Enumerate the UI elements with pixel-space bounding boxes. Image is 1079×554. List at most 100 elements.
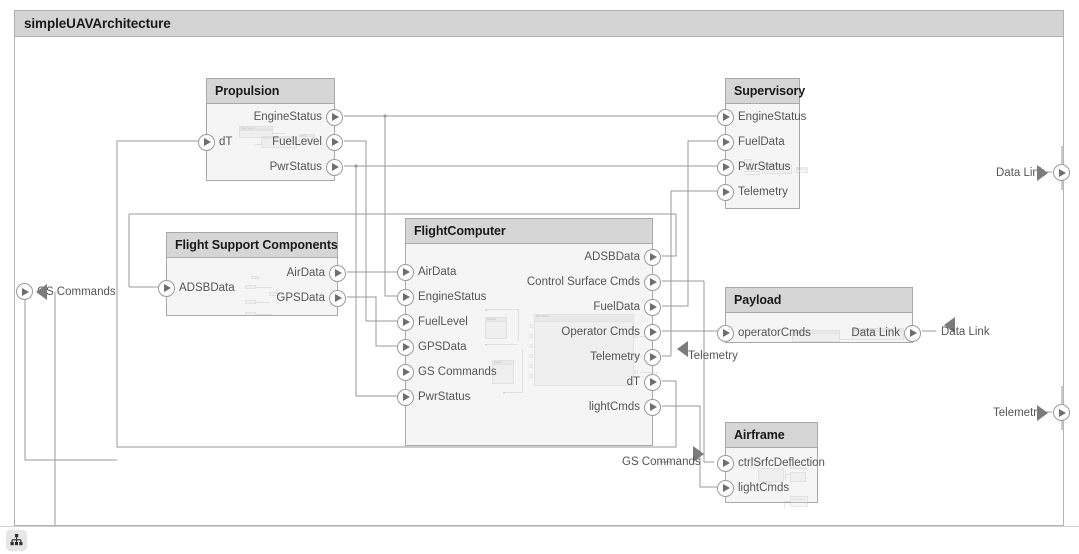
input-port-flightcomputer-airdata[interactable] bbox=[397, 263, 414, 281]
preview-shape bbox=[256, 314, 272, 315]
input-port-supervisory-fueldata[interactable] bbox=[717, 133, 734, 151]
preview-shape bbox=[790, 472, 806, 482]
component-title-flightcomputer: FlightComputer bbox=[406, 219, 652, 244]
preview-shape bbox=[534, 314, 634, 386]
port-label-flightcomputer-in-enginestatus: EngineStatus bbox=[418, 291, 487, 303]
hierarchy-icon[interactable] bbox=[6, 530, 27, 551]
output-port-propulsion-pwrstatus[interactable] bbox=[326, 158, 343, 176]
component-title-flight-support-components: Flight Support Components bbox=[167, 233, 338, 258]
external-port-data-link-right[interactable] bbox=[1053, 164, 1070, 181]
preview-shape bbox=[522, 350, 523, 392]
port-label-flightcomputer-out-telemetry: Telemetry bbox=[590, 351, 640, 363]
input-port-airframe-lightcmds[interactable] bbox=[717, 479, 734, 497]
external-port-gs-commands-left[interactable] bbox=[16, 283, 33, 300]
model-title-bar: simpleUAVArchitecture bbox=[14, 10, 1064, 37]
port-label-propulsion-out-pwrstatus: PwrStatus bbox=[269, 161, 322, 173]
signal-tag-label-telemetry: Telemetry bbox=[688, 350, 738, 362]
input-port-airframe-ctrlsrfcdeflection[interactable] bbox=[717, 454, 734, 472]
port-label-flightcomputer-out-control-surface-cmds: Control Surface Cmds bbox=[526, 276, 640, 288]
port-label-payload-in-operatorcmds: operatorCmds bbox=[738, 327, 811, 339]
signal-tag-arrow-gs-commands bbox=[693, 446, 704, 462]
port-label-flightcomputer-in-gpsdata: GPSData bbox=[418, 341, 467, 353]
preview-shape bbox=[503, 392, 523, 393]
preview-shape: Sensor bbox=[792, 330, 840, 334]
output-port-flightcomputer-dt[interactable] bbox=[644, 373, 661, 391]
output-port-flightcomputer-adsbdata[interactable] bbox=[644, 248, 661, 266]
input-port-flightcomputer-enginestatus[interactable] bbox=[397, 288, 414, 306]
input-port-flight-support-components-adsbdata[interactable] bbox=[158, 279, 175, 297]
preview-shape bbox=[245, 300, 256, 304]
port-label-airframe-in-ctrlsrfcdeflection: ctrlSrfcDeflection bbox=[738, 457, 825, 469]
signal-tag-label-gs-commands: GS Commands bbox=[622, 456, 701, 468]
port-label-flightcomputer-out-fueldata: FuelData bbox=[593, 301, 640, 313]
port-label-flightcomputer-in-fuellevel: FuelLevel bbox=[418, 316, 468, 328]
input-port-flightcomputer-gs-commands[interactable] bbox=[397, 363, 414, 381]
preview-shape bbox=[518, 309, 519, 341]
output-port-flightcomputer-lightcmds[interactable] bbox=[644, 398, 661, 416]
preview-shape bbox=[529, 364, 533, 368]
output-port-propulsion-fuellevel[interactable] bbox=[326, 133, 343, 151]
input-port-flightcomputer-fuellevel[interactable] bbox=[397, 313, 414, 331]
preview-shape: Fuel System bbox=[239, 126, 273, 130]
preview-shape bbox=[503, 392, 505, 394]
external-port-arrow-data-link bbox=[1037, 164, 1048, 181]
input-port-payload-operatorcmds[interactable] bbox=[717, 324, 734, 342]
output-port-flight-support-components-airdata[interactable] bbox=[329, 264, 346, 282]
preview-shape: Out bbox=[796, 167, 808, 170]
port-label-flight-support-components-out-airdata: AirData bbox=[286, 267, 325, 279]
signal-tag-arrow-data-link bbox=[944, 317, 955, 333]
preview-shape bbox=[299, 134, 315, 144]
input-port-flightcomputer-gpsdata[interactable] bbox=[397, 338, 414, 356]
preview-shape bbox=[529, 334, 533, 338]
port-label-supervisory-in-pwrstatus: PwrStatus bbox=[738, 161, 791, 173]
external-port-telemetry-right[interactable] bbox=[1053, 404, 1070, 421]
preview-shape bbox=[792, 330, 840, 342]
preview-shape: Engine bbox=[261, 136, 297, 139]
port-label-flightcomputer-out-adsbdata: ADSBData bbox=[584, 251, 640, 263]
input-port-supervisory-telemetry[interactable] bbox=[717, 183, 734, 201]
output-port-flight-support-components-gpsdata[interactable] bbox=[329, 289, 346, 307]
preview-shape bbox=[634, 354, 638, 358]
input-port-flightcomputer-pwrstatus[interactable] bbox=[397, 388, 414, 406]
preview-shape bbox=[492, 360, 514, 384]
output-port-flightcomputer-operator-cmds[interactable] bbox=[644, 323, 661, 341]
preview-shape: Detect bbox=[492, 360, 514, 365]
port-label-flightcomputer-in-pwrstatus: PwrStatus bbox=[418, 391, 471, 403]
component-body-airframe: ctrlSrfcDeflection lightCmds bbox=[717, 448, 825, 509]
preview-shape bbox=[269, 292, 280, 296]
preview-shape: Prop bbox=[299, 134, 315, 137]
preview-shape bbox=[239, 130, 273, 138]
input-port-supervisory-pwrstatus[interactable] bbox=[717, 158, 734, 176]
preview-shape bbox=[754, 460, 764, 464]
output-port-propulsion-enginestatus[interactable] bbox=[326, 108, 343, 126]
preview-shape bbox=[245, 312, 256, 316]
component-title-payload: Payload bbox=[726, 288, 912, 313]
port-label-flightcomputer-in-gs-commands: GS Commands bbox=[418, 366, 497, 378]
port-label-propulsion-out-fuellevel: FuelLevel bbox=[272, 136, 322, 148]
port-label-payload-out-data-link: Data Link bbox=[851, 327, 900, 339]
output-port-flightcomputer-control-surface-cmds[interactable] bbox=[644, 273, 661, 291]
preview-shape bbox=[744, 174, 760, 175]
port-label-airframe-in-lightcmds: lightCmds bbox=[738, 482, 790, 494]
external-port-label-telemetry-right: Telemetry bbox=[993, 407, 1043, 419]
preview-shape bbox=[255, 144, 263, 145]
signal-tag-label-data-link: Data Link bbox=[941, 326, 990, 338]
input-port-propulsion-dt[interactable] bbox=[198, 133, 215, 151]
preview-shape bbox=[796, 167, 808, 173]
output-port-flightcomputer-fueldata[interactable] bbox=[644, 298, 661, 316]
output-port-flightcomputer-telemetry[interactable] bbox=[644, 348, 661, 366]
output-port-payload-data-link[interactable] bbox=[904, 324, 921, 342]
input-port-supervisory-enginestatus[interactable] bbox=[717, 108, 734, 126]
